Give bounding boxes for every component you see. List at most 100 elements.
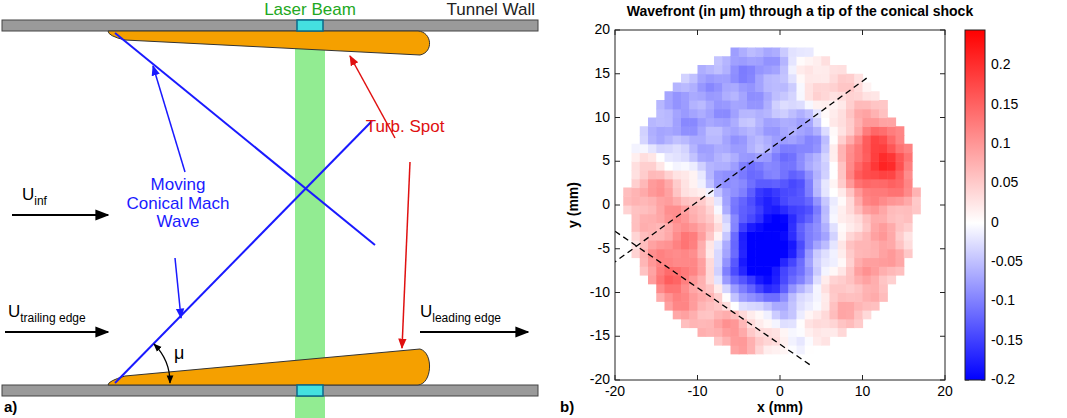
wavefront-cell <box>632 249 641 258</box>
wavefront-cell <box>821 135 830 144</box>
wavefront-cell <box>731 345 740 354</box>
wavefront-cell <box>706 126 715 135</box>
wavefront-cell <box>648 161 657 170</box>
wavefront-cell <box>797 196 806 205</box>
wavefront-cell <box>854 126 863 135</box>
wavefront-cell <box>731 56 740 65</box>
wavefront-cell <box>714 310 723 319</box>
wavefront-cell <box>640 258 649 267</box>
wavefront-cell <box>813 179 822 188</box>
wavefront-cell <box>879 161 888 170</box>
wavefront-cell <box>788 65 797 74</box>
wavefront-cell <box>656 240 665 249</box>
wavefront-cell <box>846 118 855 127</box>
wavefront-cell <box>665 135 674 144</box>
wavefront-cell <box>838 258 847 267</box>
wavefront-cell <box>830 83 839 92</box>
wavefront-cell <box>681 284 690 293</box>
wavefront-cell <box>747 328 756 337</box>
wavefront-cell <box>747 319 756 328</box>
wavefront-cell <box>698 231 707 240</box>
wavefront-cell <box>863 135 872 144</box>
wavefront-cell <box>755 65 764 74</box>
wavefront-cell <box>722 83 731 92</box>
wavefront-cell <box>780 336 789 345</box>
wavefront-cell <box>871 205 880 214</box>
wavefront-cell <box>772 179 781 188</box>
wavefront-cell <box>656 179 665 188</box>
wavefront-cell <box>681 214 690 223</box>
axis-title: x (mm) <box>757 400 803 415</box>
wavefront-cell <box>681 301 690 310</box>
wavefront-cell <box>673 118 682 127</box>
wavefront-cell <box>805 258 814 267</box>
wavefront-cell <box>813 126 822 135</box>
wavefront-cell <box>838 275 847 284</box>
wavefront-cell <box>764 74 773 83</box>
wavefront-cell <box>838 240 847 249</box>
wavefront-cell <box>764 310 773 319</box>
wavefront-cell <box>772 258 781 267</box>
wavefront-cell <box>706 153 715 162</box>
wavefront-cell <box>714 319 723 328</box>
wavefront-cell <box>689 179 698 188</box>
wavefront-cell <box>896 205 905 214</box>
wavefront-cell <box>879 293 888 302</box>
velocity-symbol: U <box>8 303 20 322</box>
wavefront-cell <box>640 126 649 135</box>
wavefront-cell <box>722 126 731 135</box>
wavefront-cell <box>755 284 764 293</box>
wavefront-cell <box>780 284 789 293</box>
wavefront-cell <box>821 240 830 249</box>
wavefront-cell <box>698 153 707 162</box>
wavefront-cell <box>772 161 781 170</box>
wavefront-cell <box>813 284 822 293</box>
wavefront-cell <box>681 240 690 249</box>
wavefront-cell <box>805 170 814 179</box>
wavefront-cell <box>813 170 822 179</box>
wavefront-cell <box>764 231 773 240</box>
wavefront-cell <box>698 170 707 179</box>
tick-mark <box>615 248 620 249</box>
wavefront-cell <box>797 275 806 284</box>
wavefront-cell <box>755 231 764 240</box>
wavefront-cell <box>681 188 690 197</box>
wavefront-cell <box>896 170 905 179</box>
wavefront-cell <box>764 170 773 179</box>
wavefront-cell <box>665 240 674 249</box>
wavefront-cell <box>854 74 863 83</box>
wavefront-cell <box>797 74 806 83</box>
wavefront-cell <box>830 135 839 144</box>
wavefront-cell <box>755 109 764 118</box>
wavefront-cell <box>788 161 797 170</box>
tick-mark <box>940 292 945 293</box>
wavefront-cell <box>854 118 863 127</box>
wavefront-cell <box>739 310 748 319</box>
wavefront-cell <box>772 74 781 83</box>
wavefront-cell <box>879 240 888 249</box>
wavefront-cell <box>648 170 657 179</box>
wavefront-cell <box>838 196 847 205</box>
wavefront-cell <box>755 56 764 65</box>
wavefront-cell <box>747 74 756 83</box>
wavefront-cell <box>846 196 855 205</box>
wavefront-cell <box>896 161 905 170</box>
wavefront-cell <box>780 83 789 92</box>
wavefront-cell <box>854 266 863 275</box>
wavefront-cell <box>764 205 773 214</box>
wavefront-cell <box>764 196 773 205</box>
colorbar-label: 0.1 <box>991 136 1010 151</box>
wavefront-cell <box>772 153 781 162</box>
wavefront-cell <box>887 240 896 249</box>
wavefront-cell <box>813 65 822 74</box>
wavefront-cell <box>797 328 806 337</box>
wavefront-cell <box>706 179 715 188</box>
tick-mark <box>615 205 620 206</box>
wavefront-cell <box>863 161 872 170</box>
wavefront-cell <box>739 161 748 170</box>
wavefront-cell <box>846 258 855 267</box>
wavefront-cell <box>838 301 847 310</box>
wavefront-cell <box>772 249 781 258</box>
wavefront-cell <box>689 126 698 135</box>
wavefront-cell <box>648 223 657 232</box>
